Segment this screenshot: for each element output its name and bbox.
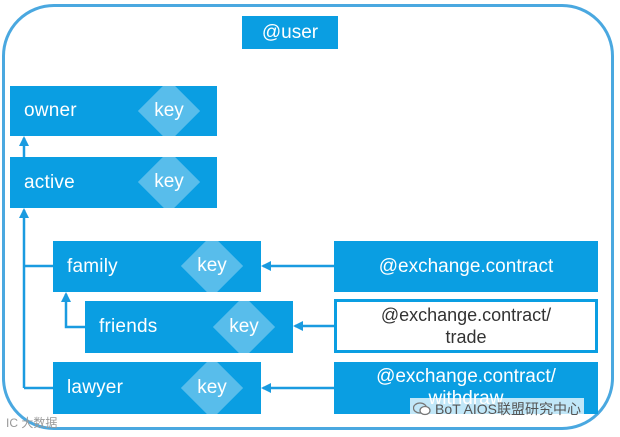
permission-label: lawyer — [67, 377, 124, 398]
key-label: key — [197, 377, 227, 398]
permission-label: friends — [99, 316, 158, 337]
contract-label-line1: @exchange.contract/ — [380, 305, 552, 325]
permission-owner: owner key — [10, 79, 217, 143]
account-title: @user — [242, 16, 338, 49]
permission-family: family key — [53, 234, 261, 298]
contract-family: @exchange.contract — [334, 241, 598, 292]
key-label: key — [154, 100, 184, 121]
permission-label: family — [67, 255, 118, 277]
contract-label-line2: trade — [445, 327, 487, 347]
key-label: key — [154, 171, 184, 192]
permission-friends: friends key — [85, 295, 293, 359]
watermark-right: BoT AIOS联盟研究中心 — [410, 398, 584, 420]
account-frame — [2, 4, 614, 430]
permission-lawyer: lawyer key — [53, 356, 261, 420]
contract-label: @exchange.contract — [378, 255, 554, 277]
watermark-right-text: BoT AIOS联盟研究中心 — [435, 401, 581, 417]
wechat-icon — [412, 402, 431, 416]
key-label: key — [197, 255, 227, 276]
permission-label: owner — [24, 100, 77, 121]
watermark-left: IC 大数据 — [6, 416, 58, 430]
contract-friends: @exchange.contract/ trade — [334, 299, 598, 353]
permission-label: active — [24, 171, 75, 193]
permission-active: active key — [10, 150, 217, 214]
key-label: key — [229, 316, 259, 337]
contract-label-line1: @exchange.contract/ — [376, 366, 556, 387]
